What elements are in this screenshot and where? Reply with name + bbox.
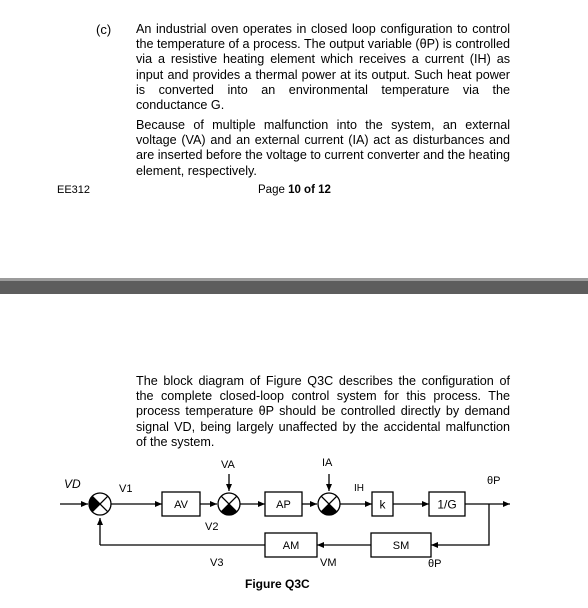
block-sm <box>370 532 432 558</box>
paragraph-disturbances: Because of multiple malfunction into the… <box>136 118 510 178</box>
label-sm: SM <box>393 540 410 552</box>
label-theta-feedback: θP <box>428 558 441 570</box>
page-gap-edge <box>0 278 588 281</box>
block-1-over-g <box>428 491 466 517</box>
label-ih: IH <box>354 483 364 494</box>
sum2-filled-sector <box>221 504 237 516</box>
block-diagram: AV AP k 1/G AM SM VD V1 V2 V3 VA IA IH V… <box>60 457 510 570</box>
label-va: VA <box>221 459 236 471</box>
figure-caption: Figure Q3C <box>245 577 310 591</box>
block-k <box>371 491 394 517</box>
page-number-value: 10 of 12 <box>288 184 331 196</box>
label-v1: V1 <box>119 483 132 495</box>
label-k: k <box>380 498 387 512</box>
page-prefix: Page <box>258 184 289 196</box>
label-ia: IA <box>322 457 333 469</box>
paragraph-block-diagram: The block diagram of Figure Q3C describe… <box>136 374 510 449</box>
sum3-filled-sector <box>321 504 337 516</box>
label-v2: V2 <box>205 521 218 533</box>
block-av <box>161 491 201 517</box>
block-ap <box>264 491 303 517</box>
block-am <box>264 532 318 558</box>
feedback-theta-line <box>431 504 490 548</box>
page-number: Page 10 of 12 <box>258 184 331 196</box>
question-part-label: (c) <box>96 22 112 37</box>
label-vm: VM <box>320 557 337 569</box>
paragraph-oven-description: An industrial oven operates in closed lo… <box>136 22 510 113</box>
label-ap: AP <box>276 499 291 511</box>
page-gap <box>0 281 588 294</box>
label-1-over-g: 1/G <box>437 498 456 512</box>
label-theta-out: θP <box>487 475 500 487</box>
label-v3: V3 <box>210 557 223 569</box>
course-code: EE312 <box>57 184 91 196</box>
label-av: AV <box>174 499 189 511</box>
label-vd: VD <box>64 477 81 491</box>
label-am: AM <box>283 540 300 552</box>
sum1-filled-sector <box>88 496 100 512</box>
